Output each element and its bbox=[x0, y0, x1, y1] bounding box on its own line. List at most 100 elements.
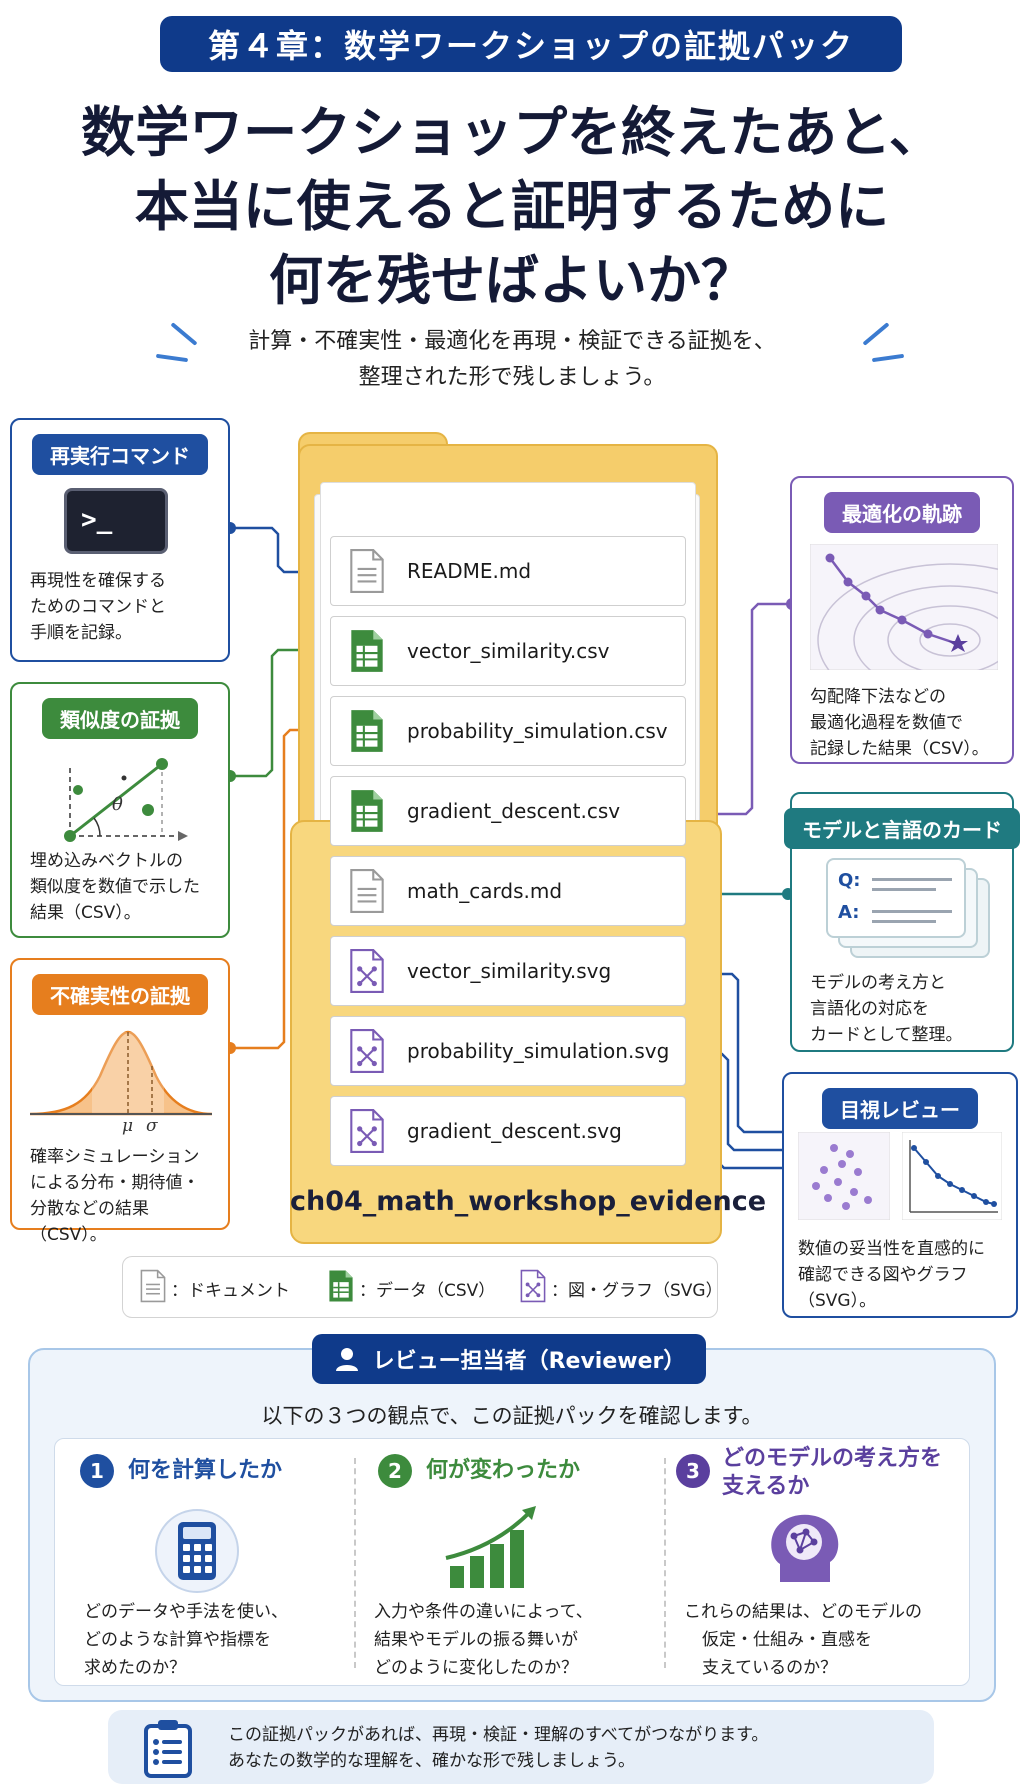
subtitle-line: 整理された形で残しましょう。 bbox=[358, 365, 666, 390]
text-line: 確認できる図やグラフ bbox=[798, 1265, 968, 1285]
document-icon bbox=[341, 865, 393, 917]
text-line: 支えているのか？ bbox=[702, 1658, 838, 1678]
column-divider bbox=[664, 1458, 666, 1668]
text-line: 最適化過程を数値で bbox=[810, 713, 963, 733]
text-line: どのように変化したのか？ bbox=[374, 1658, 578, 1678]
file-name: math_cards.md bbox=[407, 879, 563, 903]
connector-visual-1 bbox=[686, 972, 788, 1134]
file-name: probability_simulation.csv bbox=[407, 719, 668, 743]
text-line: ためのコマンドと bbox=[30, 597, 166, 617]
file-name: probability_simulation.svg bbox=[407, 1039, 670, 1063]
title-line: 数学ワークショップを終えたあと、 bbox=[81, 101, 943, 164]
mu-label: μ bbox=[122, 1116, 134, 1136]
file-name: README.md bbox=[407, 559, 532, 583]
normal-distribution-icon bbox=[29, 1030, 213, 1116]
card-title: 最適化の軌跡 bbox=[824, 492, 980, 533]
column-text: どのデータや手法を使い、 どのような計算や指標を 求めたのか？ bbox=[84, 1598, 288, 1682]
text-line: カードとして整理。 bbox=[810, 1025, 963, 1045]
qa-card-stack: Q: A: bbox=[826, 858, 996, 962]
card-title: 再実行コマンド bbox=[32, 434, 208, 475]
text-line: 手順を記録。 bbox=[30, 623, 132, 643]
card-title: 類似度の証拠 bbox=[42, 698, 198, 739]
a-label: A: bbox=[838, 902, 860, 923]
file-name: vector_similarity.svg bbox=[407, 959, 612, 983]
folder-label: ch04_math_workshop_evidence bbox=[290, 1186, 767, 1217]
vector-file-icon bbox=[341, 1025, 393, 1077]
card-title: モデルと言語のカード bbox=[784, 808, 1020, 849]
column-number: 3 bbox=[676, 1454, 710, 1488]
text-line: どのデータや手法を使い、 bbox=[84, 1602, 288, 1622]
growth-chart-icon bbox=[445, 1506, 536, 1588]
file-row[interactable]: vector_similarity.csv bbox=[330, 616, 686, 686]
card-text: 埋め込みベクトルの 類似度を数値で示した 結果（CSV）。 bbox=[30, 848, 214, 926]
connector-similarity bbox=[230, 648, 318, 778]
text-line: 結果やモデルの振る舞いが bbox=[374, 1630, 578, 1650]
page-title: 数学ワークショップを終えたあと、 本当に使えると証明するために 何を残せばよいか… bbox=[40, 96, 984, 318]
text-line: 勾配降下法などの bbox=[810, 687, 946, 707]
card-text: 数値の妥当性を直感的に 確認できる図やグラフ （SVG）。 bbox=[798, 1236, 1002, 1314]
document-icon bbox=[341, 545, 393, 597]
scatter-plot-icon bbox=[798, 1132, 890, 1220]
column-title-line: どのモデルの考え方を bbox=[722, 1446, 943, 1471]
column-divider bbox=[354, 1458, 356, 1668]
file-row[interactable]: gradient_descent.csv bbox=[330, 776, 686, 846]
card-text: 確率シミュレーション による分布・期待値・ 分散などの結果（CSV）。 bbox=[30, 1144, 214, 1248]
text-line: これらの結果は、どのモデルの bbox=[684, 1602, 922, 1622]
clipboard-icon bbox=[144, 1720, 192, 1778]
sigma-label: σ bbox=[146, 1116, 158, 1136]
file-row[interactable]: probability_simulation.svg bbox=[330, 1016, 686, 1086]
card-optimization-trajectory: 最適化の軌跡 勾配降下法などの 最適化過程を数値で 記録した結果（CSV）。 bbox=[790, 476, 1014, 764]
document-icon bbox=[139, 1269, 167, 1308]
card-text: 再現性を確保する ためのコマンドと 手順を記録。 bbox=[30, 568, 214, 646]
text-line: 数値の妥当性を直感的に bbox=[798, 1239, 985, 1259]
title-line: 本当に使えると証明するために bbox=[134, 175, 890, 238]
card-rerun-command: 再実行コマンド >_ 再現性を確保する ためのコマンドと 手順を記録。 bbox=[10, 418, 230, 662]
card-title: 目視レビュー bbox=[822, 1088, 978, 1129]
user-icon bbox=[335, 1348, 358, 1371]
text-line: 再現性を確保する bbox=[30, 571, 166, 591]
file-row[interactable]: README.md bbox=[330, 536, 686, 606]
subtitle-line: 計算・不確実性・最適化を再現・検証できる証拠を、 bbox=[248, 329, 776, 354]
text-line: 仮定・仕組み・直感を bbox=[702, 1630, 872, 1650]
connector-optimization bbox=[686, 602, 792, 816]
text-line: 記録した結果（CSV）。 bbox=[810, 739, 989, 759]
file-row[interactable]: probability_simulation.csv bbox=[330, 696, 686, 766]
card-text: モデルの考え方と 言語化の対応を カードとして整理。 bbox=[810, 970, 998, 1048]
subtitle: 計算・不確実性・最適化を再現・検証できる証拠を、 整理された形で残しましょう。 bbox=[180, 324, 844, 396]
chapter-banner: 第４章：数学ワークショップの証拠パック bbox=[160, 16, 902, 72]
column-title-line: 何を計算したか bbox=[128, 1458, 283, 1483]
file-row[interactable]: vector_similarity.svg bbox=[330, 936, 686, 1006]
file-row[interactable]: gradient_descent.svg bbox=[330, 1096, 686, 1166]
text-line: 確率シミュレーション bbox=[30, 1147, 200, 1167]
file-name: gradient_descent.csv bbox=[407, 799, 621, 823]
brain-network-icon bbox=[771, 1514, 839, 1582]
file-name: gradient_descent.svg bbox=[407, 1119, 622, 1143]
text-line: どのような計算や指標を bbox=[84, 1630, 271, 1650]
text-line: 言語化の対応を bbox=[810, 999, 929, 1019]
footer-line: この証拠パックがあれば、再現・検証・理解のすべてがつながります。 bbox=[228, 1725, 769, 1745]
vector-file-icon bbox=[519, 1269, 547, 1308]
reviewer-title-text: レビュー担当者（Reviewer） bbox=[372, 1349, 686, 1374]
spreadsheet-icon bbox=[341, 625, 393, 677]
legend-item-csv: ：データ（CSV） bbox=[327, 1257, 495, 1319]
column-title: 何が変わったか bbox=[426, 1457, 580, 1485]
card-title: 不確実性の証拠 bbox=[32, 974, 208, 1015]
card-model-language: モデルと言語のカード Q: A: モデルの考え方と 言語化の対応を カードとして… bbox=[784, 792, 1020, 1052]
spreadsheet-icon bbox=[341, 705, 393, 757]
text-line: 入力や条件の違いによって、 bbox=[374, 1602, 593, 1622]
column-title-line: 支えるか bbox=[722, 1474, 810, 1499]
footer-text: この証拠パックがあれば、再現・検証・理解のすべてがつながります。 あなたの数学的… bbox=[228, 1722, 768, 1774]
text-line: 分散などの結果（CSV）。 bbox=[30, 1199, 149, 1245]
column-number: 2 bbox=[378, 1454, 412, 1488]
column-title-line: 何が変わったか bbox=[426, 1458, 581, 1483]
vector-angle-icon bbox=[64, 758, 188, 842]
vector-file-icon bbox=[341, 1105, 393, 1157]
column-title: どのモデルの考え方を 支えるか bbox=[722, 1445, 942, 1501]
terminal-icon: >_ bbox=[64, 488, 168, 554]
legend-item-doc: ：ドキュメント bbox=[139, 1257, 290, 1319]
legend: ：ドキュメント ：データ（CSV） ：図・グラフ（SVG） bbox=[122, 1256, 723, 1319]
connector-uncertainty bbox=[230, 728, 318, 1050]
text-line: モデルの考え方と bbox=[810, 973, 946, 993]
file-row[interactable]: math_cards.md bbox=[330, 856, 686, 926]
card-text: 勾配降下法などの 最適化過程を数値で 記録した結果（CSV）。 bbox=[810, 684, 998, 762]
